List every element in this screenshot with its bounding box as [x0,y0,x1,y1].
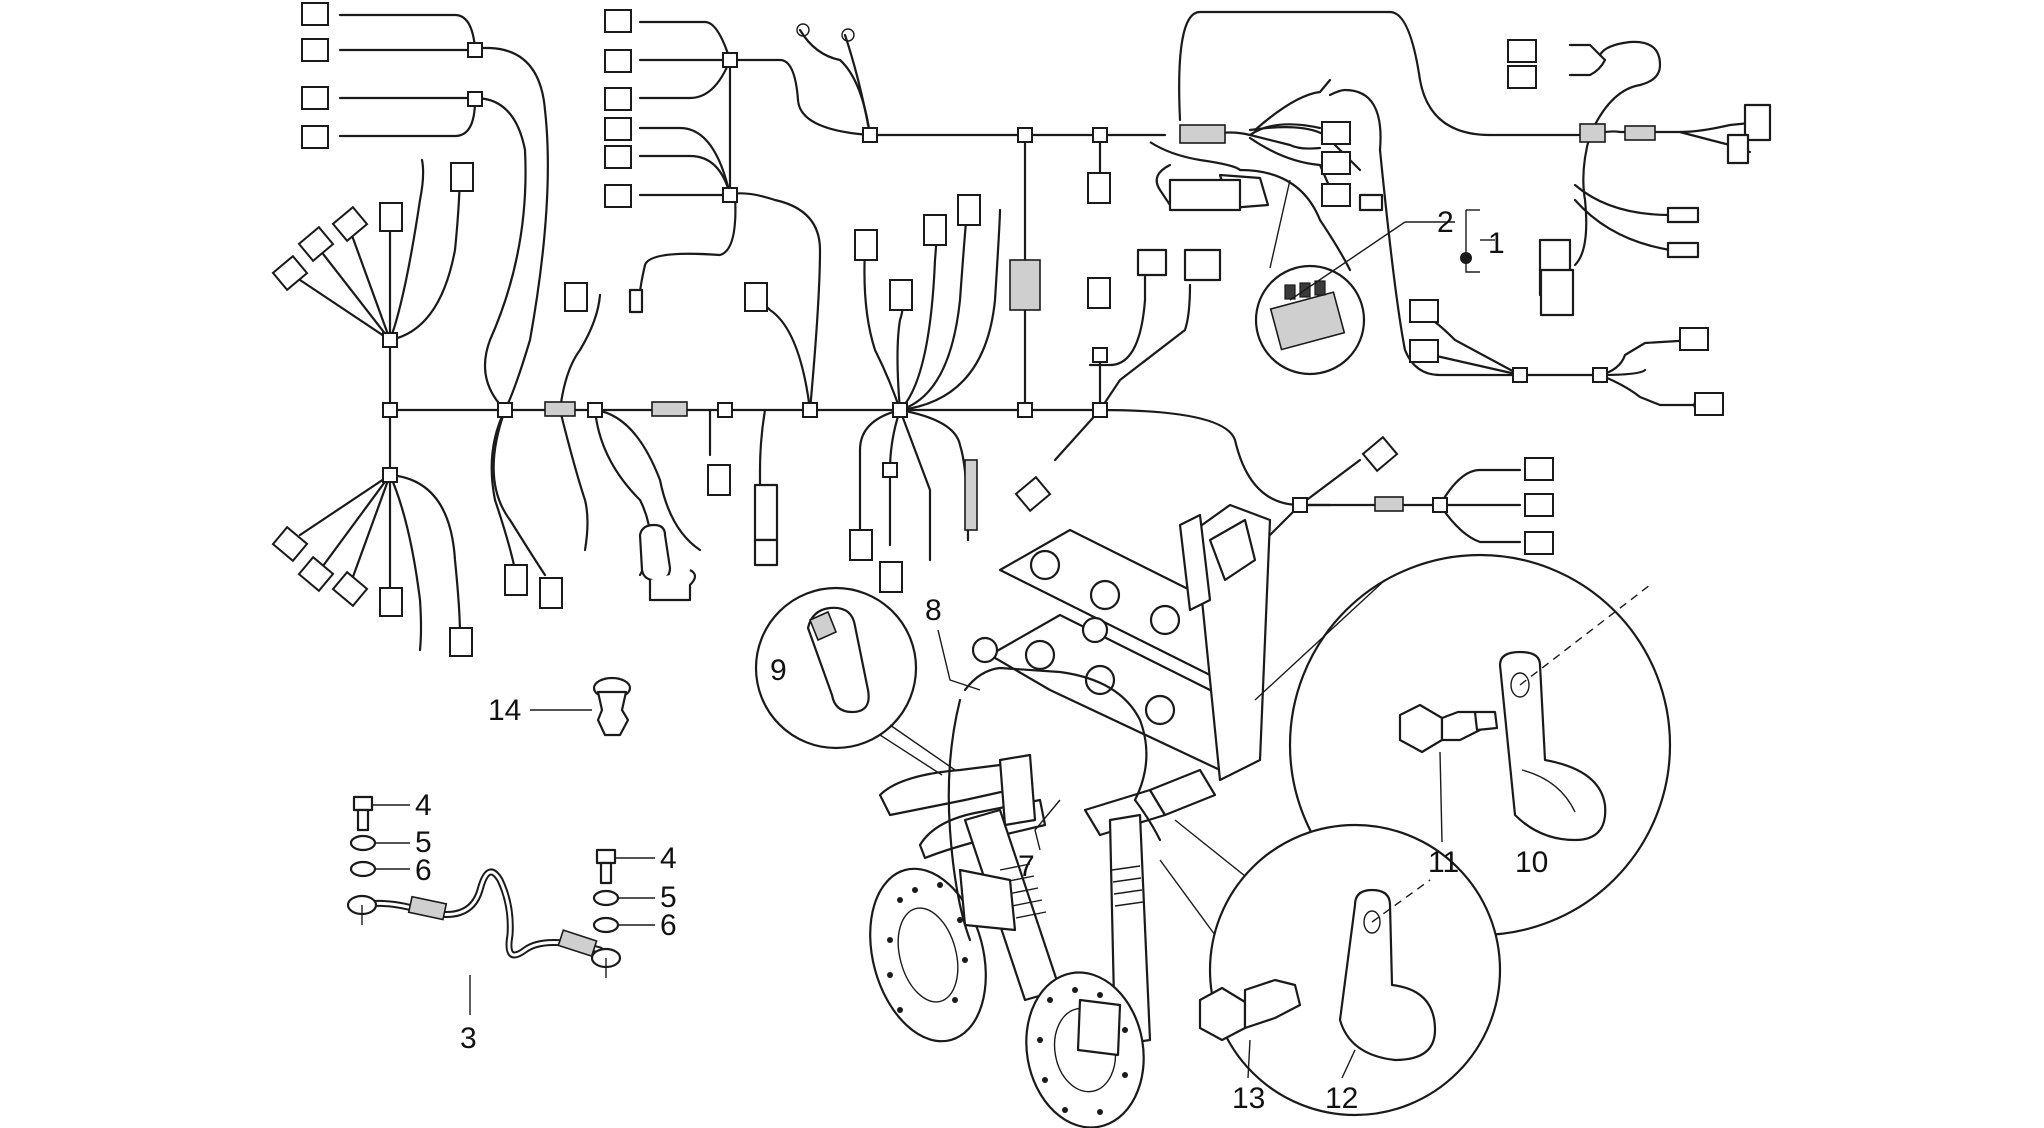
callout-4-left: 4 [415,789,432,822]
callout-7: 7 [1018,850,1035,883]
callout-5-right: 5 [660,881,677,914]
detail-circle-9 [754,586,956,776]
callout-6-right: 6 [660,909,677,942]
callout-3: 3 [460,1022,477,1055]
p-clamp-10 [1498,584,1651,842]
callout-8: 8 [925,594,942,627]
callout-2: 2 [1437,206,1454,239]
flange-bolt-13 [1198,978,1302,1079]
connector-tags [271,2,1724,657]
vehicle-chassis [869,503,1272,1128]
push-rivet-14 [530,676,632,737]
callout-1: 1 [1488,227,1505,260]
callout-10: 10 [1515,846,1548,879]
callout-labels: 1 2 3 4 5 6 4 5 6 7 8 9 10 11 12 13 14 [415,206,1548,1115]
junction-nodes [382,42,1608,513]
flange-bolt-11 [1398,703,1499,843]
callout-5-left: 5 [415,826,432,859]
callout-leaders [937,629,1061,851]
callout-9: 9 [770,654,787,687]
callout-12: 12 [1325,1082,1358,1115]
ground-cable-3 [346,795,655,1015]
fuse-box-detail [1254,179,1495,376]
callout-14: 14 [488,694,521,727]
callout-13: 13 [1232,1082,1265,1115]
harness-sleeves [544,123,1656,531]
brake-disc-holes [887,882,1128,1115]
p-clamp-12 [1338,879,1437,1079]
callout-11: 11 [1428,846,1459,879]
callout-4-right: 4 [660,842,677,875]
callout-6-left: 6 [415,854,432,887]
